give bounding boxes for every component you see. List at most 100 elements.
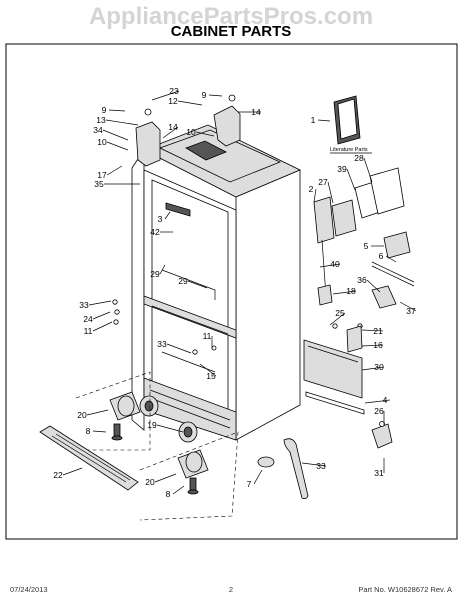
callout-c13: 13 bbox=[96, 115, 139, 126]
cabinet bbox=[131, 124, 301, 441]
callout-number: 33 bbox=[79, 300, 89, 310]
callout-leader-line bbox=[88, 300, 112, 306]
callout-number: 24 bbox=[83, 314, 93, 324]
callout-c23: 23 bbox=[151, 86, 180, 101]
callout-leader-line bbox=[199, 363, 217, 377]
callout-number: 11 bbox=[84, 326, 93, 336]
callout-number: 15 bbox=[206, 371, 216, 381]
callout-c8a: 8 bbox=[86, 426, 107, 436]
page-border bbox=[5, 43, 458, 540]
callout-number: 11 bbox=[203, 331, 212, 341]
roller-wheel-right bbox=[178, 421, 198, 443]
callout-number: 7 bbox=[247, 479, 252, 489]
roller-wheel-left bbox=[139, 395, 159, 417]
callout-c3: 3 bbox=[158, 211, 171, 224]
callout-c22: 22 bbox=[53, 467, 83, 480]
callout-c16: 16 bbox=[361, 340, 384, 350]
callout-number: 16 bbox=[373, 340, 383, 350]
callout-leader-line bbox=[92, 321, 113, 332]
callout-c10a: 10 bbox=[97, 137, 129, 151]
callout-c14b: 14 bbox=[238, 107, 261, 117]
callout-number: 35 bbox=[94, 179, 104, 189]
footer-date: 07/24/2013 bbox=[10, 585, 48, 594]
callout-leader-line bbox=[105, 119, 139, 126]
callout-number: 1 bbox=[311, 115, 316, 125]
callout-c19: 19 bbox=[147, 420, 184, 433]
callout-leader-line bbox=[108, 109, 126, 112]
callout-c12: 12 bbox=[168, 96, 203, 106]
callout-leader-line bbox=[332, 290, 357, 295]
control-panel-assembly bbox=[313, 167, 405, 306]
callout-number: 31 bbox=[374, 468, 384, 478]
callout-number: 20 bbox=[77, 410, 87, 420]
callout-c5: 5 bbox=[364, 241, 384, 251]
callout-c1: 1 bbox=[311, 115, 331, 125]
callout-c29a: 29 bbox=[150, 264, 166, 279]
hinge-bracket-left bbox=[135, 108, 161, 167]
literature-parts: Literature Parts bbox=[330, 95, 372, 154]
leveling-leg-right bbox=[177, 449, 209, 495]
literature-label: Literature Parts bbox=[330, 147, 368, 153]
callout-c6: 6 bbox=[379, 251, 397, 263]
callout-number: 40 bbox=[330, 259, 340, 269]
callout-c37: 37 bbox=[399, 301, 417, 316]
callout-c34: 34 bbox=[93, 125, 129, 141]
callout-c28: 28 bbox=[354, 153, 373, 183]
callout-leader-line bbox=[86, 409, 109, 416]
callout-c10b: 10 bbox=[186, 127, 215, 137]
callout-number: 3 bbox=[158, 214, 163, 224]
callout-c11b: 11 bbox=[203, 331, 213, 349]
callout-number: 10 bbox=[97, 137, 107, 147]
page-title: CABINET PARTS bbox=[171, 23, 292, 40]
hinge-bracket-right bbox=[213, 94, 241, 147]
callout-number: 29 bbox=[150, 269, 160, 279]
callout-c9a: 9 bbox=[102, 105, 126, 115]
callout-number: 9 bbox=[102, 105, 107, 115]
callout-leader-line bbox=[313, 188, 317, 203]
callout-number: 39 bbox=[337, 164, 347, 174]
callout-number: 9 bbox=[202, 90, 207, 100]
callout-c24: 24 bbox=[83, 311, 111, 324]
callout-number: 21 bbox=[373, 326, 383, 336]
callout-leader-line bbox=[399, 301, 417, 312]
callout-c31: 31 bbox=[374, 458, 385, 478]
callout-leader-line bbox=[346, 168, 356, 191]
callout-number: 28 bbox=[354, 153, 364, 163]
callout-number: 27 bbox=[318, 177, 328, 187]
callout-number: 8 bbox=[166, 489, 171, 499]
callout-c11a: 11 bbox=[84, 321, 113, 336]
callout-c25: 25 bbox=[329, 308, 346, 326]
callout-number: 25 bbox=[335, 308, 345, 318]
callout-c33b: 33 bbox=[157, 339, 192, 354]
callout-leader-line bbox=[361, 366, 385, 371]
door-stop-cap bbox=[257, 456, 275, 468]
callout-leader-line bbox=[329, 312, 346, 326]
callout-c20b: 20 bbox=[145, 473, 177, 487]
footer-page-number: 2 bbox=[229, 585, 233, 594]
callout-leader-line bbox=[92, 311, 111, 320]
callout-number: 13 bbox=[96, 115, 106, 125]
callout-number: 14 bbox=[168, 122, 178, 132]
callout-number: 22 bbox=[53, 470, 63, 480]
callout-c17: 17 bbox=[97, 165, 123, 180]
callout-leader-line bbox=[177, 100, 203, 106]
callout-leader-line bbox=[162, 126, 179, 139]
callout-c33c: 33 bbox=[301, 461, 327, 471]
callout-leader-line bbox=[154, 473, 177, 483]
callout-c20a: 20 bbox=[77, 409, 109, 420]
callout-leader-line bbox=[361, 329, 384, 332]
callout-leader-line bbox=[253, 469, 263, 485]
callout-leader-line bbox=[208, 94, 223, 97]
callout-leader-line bbox=[187, 280, 208, 289]
callout-c30: 30 bbox=[361, 362, 385, 372]
leveling-leg-left bbox=[109, 391, 141, 441]
callout-number: 42 bbox=[150, 227, 160, 237]
callout-leader-line bbox=[164, 211, 171, 220]
callout-number: 33 bbox=[157, 339, 167, 349]
callout-c29b: 29 bbox=[178, 276, 208, 289]
callout-c9b: 9 bbox=[202, 90, 223, 100]
callout-leader-line bbox=[363, 157, 373, 183]
callout-number: 18 bbox=[346, 286, 356, 296]
